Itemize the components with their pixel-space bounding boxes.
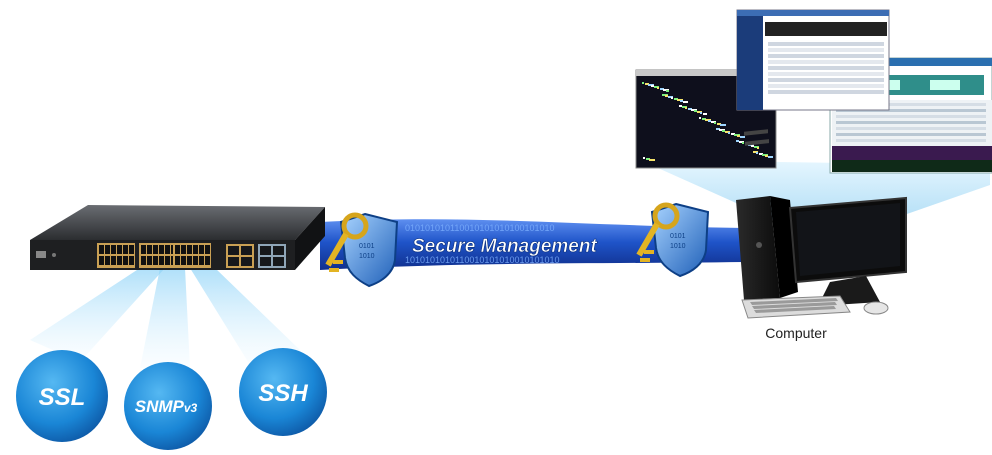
protocol-snmpv3-label: SNMP <box>135 397 185 416</box>
protocol-snmpv3-suffix: v3 <box>184 401 198 415</box>
computer-label: Computer <box>765 325 827 341</box>
computer-icon: Computer <box>736 129 907 341</box>
svg-text:SNMPv3: SNMPv3 <box>135 397 198 416</box>
banner-label: Secure Management <box>412 236 597 257</box>
network-switch <box>30 205 325 270</box>
protocol-ssl-label: SSL <box>39 384 86 411</box>
protocol-ssl-bubble: SSL <box>16 350 108 442</box>
svg-text:1010: 1010 <box>359 253 375 260</box>
web-table-screenshot <box>736 9 890 111</box>
web-gui-screenshot <box>829 57 992 174</box>
mouse-icon <box>863 301 889 315</box>
protocol-ssh-label: SSH <box>258 380 308 407</box>
svg-text:101010101011001010101001010101: 1010101010110010101010010101010 <box>405 255 560 265</box>
secure-management-banner: 010101010110010101010100101010 101010101… <box>320 219 745 270</box>
shield-key-icon: 0101 1010 <box>325 212 399 288</box>
svg-text:1010: 1010 <box>670 243 686 250</box>
light-beams <box>30 268 300 368</box>
svg-text:0101: 0101 <box>359 243 375 250</box>
protocol-snmpv3-bubble: SNMPv3 <box>124 362 212 450</box>
shield-key-icon: 0101 1010 <box>636 202 710 278</box>
screen-glow <box>640 160 990 238</box>
protocol-ssh-bubble: SSH <box>239 348 327 436</box>
rj45-port-block <box>97 243 211 268</box>
svg-text:010101010110010101010100101010: 010101010110010101010100101010 <box>405 223 555 233</box>
sfp-port-block <box>226 244 286 268</box>
svg-text:0101: 0101 <box>670 233 686 240</box>
console-port-icon <box>36 251 46 258</box>
